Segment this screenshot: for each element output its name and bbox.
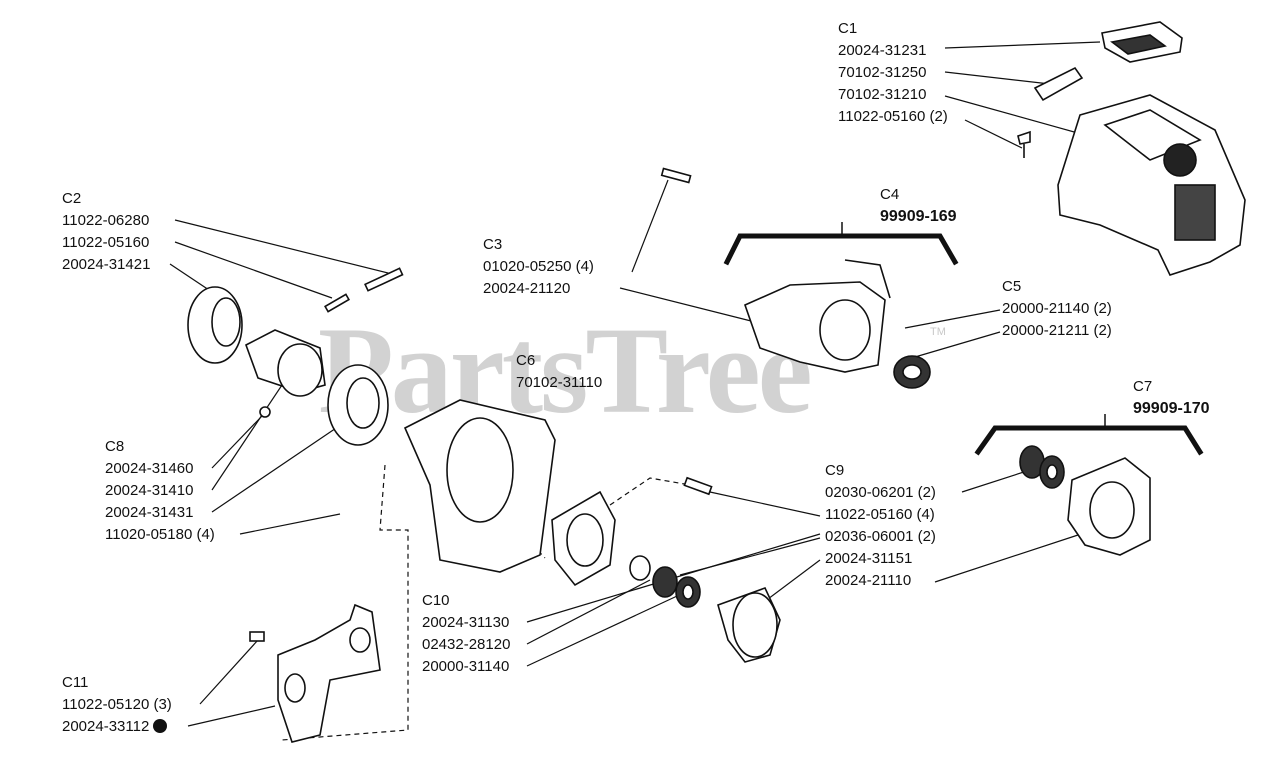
label-c9: C9 02030-06201 (2) 11022-05160 (4) 02036… [825, 460, 936, 592]
shroud-top-detail [1110, 34, 1167, 55]
group-code: C6 [516, 352, 536, 369]
seal-part [629, 555, 651, 581]
part-number: 20024-21120 [483, 280, 571, 297]
part-number: 01020-05250 (4) [483, 258, 594, 275]
leader-line [709, 491, 821, 517]
label-c7: C7 99909-170 [1133, 376, 1210, 420]
group-code: C3 [483, 236, 503, 253]
shroud-grille [1174, 184, 1216, 241]
part-number: 02036-06001 (2) [825, 528, 936, 545]
label-c4: C4 99909-169 [880, 184, 957, 228]
part-number: 11022-06280 [62, 212, 150, 229]
part-number: 20024-31460 [105, 460, 194, 477]
group-code: C7 [1133, 378, 1153, 395]
leader-line [961, 469, 1031, 493]
group-code: C11 [62, 674, 89, 691]
leader-line [526, 589, 691, 667]
leader-line [169, 263, 213, 293]
leader-line [526, 579, 651, 645]
kit-number: 99909-170 [1133, 400, 1210, 417]
part-number: 20024-21110 [825, 572, 912, 589]
part-number: 20024-31231 [838, 42, 927, 59]
group-code: C10 [422, 592, 450, 609]
crankcase-tab [844, 259, 891, 299]
part-number: 11022-05120 (3) [62, 696, 172, 713]
label-c10: C10 20024-31130 02432-28120 20000-31140 [422, 590, 510, 678]
part-number: 70102-31210 [838, 86, 927, 103]
part-number: 20024-31130 [422, 614, 510, 631]
leader-line [211, 375, 289, 491]
kit-bracket-c7 [974, 425, 1204, 456]
kit-bracket-c4 [723, 233, 959, 266]
watermark: PartsTree [318, 302, 813, 439]
label-c11: C11 11022-05120 (3) 20024-33112 [62, 672, 172, 738]
group-code: C9 [825, 462, 845, 479]
black-dot-icon [153, 719, 168, 733]
label-c8: C8 20024-31460 20024-31410 20024-31431 1… [105, 436, 215, 546]
leader-line [631, 179, 669, 273]
bolt-part [364, 267, 404, 292]
label-c1: C1 20024-31231 70102-31250 70102-31210 1… [838, 18, 948, 128]
part-number: 20024-31421 [62, 256, 151, 273]
part-number: 11022-05160 (2) [838, 108, 948, 125]
leader-line [199, 639, 259, 705]
assembly-line [281, 464, 409, 741]
label-c6: C6 70102-31110 [516, 350, 602, 394]
part-number: 11020-05180 (4) [105, 526, 215, 543]
leader-line [239, 513, 341, 535]
part-number: 20000-21211 (2) [1002, 322, 1112, 339]
label-sticker-part [1033, 66, 1084, 102]
leader-line [914, 331, 1001, 358]
bracket-screw-part [249, 631, 265, 642]
housing-bolt-part [683, 476, 713, 496]
part-number: 02030-06201 (2) [825, 484, 936, 501]
part-number: 02432-28120 [422, 636, 511, 653]
label-c5: C5 20000-21140 (2) 20000-21211 (2) [1002, 276, 1112, 342]
leader-line [174, 241, 333, 299]
group-code: C5 [1002, 278, 1022, 295]
part-number: 20024-31431 [105, 504, 194, 521]
label-c2: C2 11022-06280 11022-05160 20024-31421 [62, 188, 150, 276]
part-number: 11022-05160 [62, 234, 150, 251]
leader-line [944, 95, 1086, 136]
leader-line [211, 419, 349, 513]
leader-line [904, 309, 1001, 329]
kit-number: 99909-169 [880, 208, 957, 225]
leader-line [944, 71, 1051, 85]
part-number: 20024-33112 [62, 718, 150, 735]
part-number: 20000-31140 [422, 658, 510, 675]
group-code: C2 [62, 190, 82, 207]
bearing-part [652, 566, 678, 598]
leader-line [211, 415, 263, 469]
leader-line [964, 119, 1023, 149]
assembly-line [609, 477, 691, 506]
label-c3: C3 01020-05250 (4) 20024-21120 [483, 234, 594, 300]
small-nut-part [259, 406, 271, 418]
shroud-vent [1163, 143, 1197, 177]
group-code: C1 [838, 20, 858, 37]
group-code: C8 [105, 438, 125, 455]
part-number: 70102-31250 [838, 64, 927, 81]
part-number: 70102-31110 [516, 374, 603, 391]
leader-line [934, 534, 1079, 583]
leader-line [187, 705, 276, 727]
crankcase-bolt-part [660, 167, 692, 184]
leader-line [619, 287, 756, 323]
leader-line [174, 219, 401, 277]
part-number: 11022-05160 (4) [825, 506, 935, 523]
screw-part [324, 293, 350, 313]
group-code: C4 [880, 186, 900, 203]
part-number: 20000-21140 (2) [1002, 300, 1112, 317]
leader-line [944, 41, 1101, 49]
part-number: 20024-31151 [825, 550, 913, 567]
trademark-mark: TM [930, 326, 946, 338]
shroud-screw-part [1017, 130, 1031, 145]
part-number: 20024-31410 [105, 482, 194, 499]
